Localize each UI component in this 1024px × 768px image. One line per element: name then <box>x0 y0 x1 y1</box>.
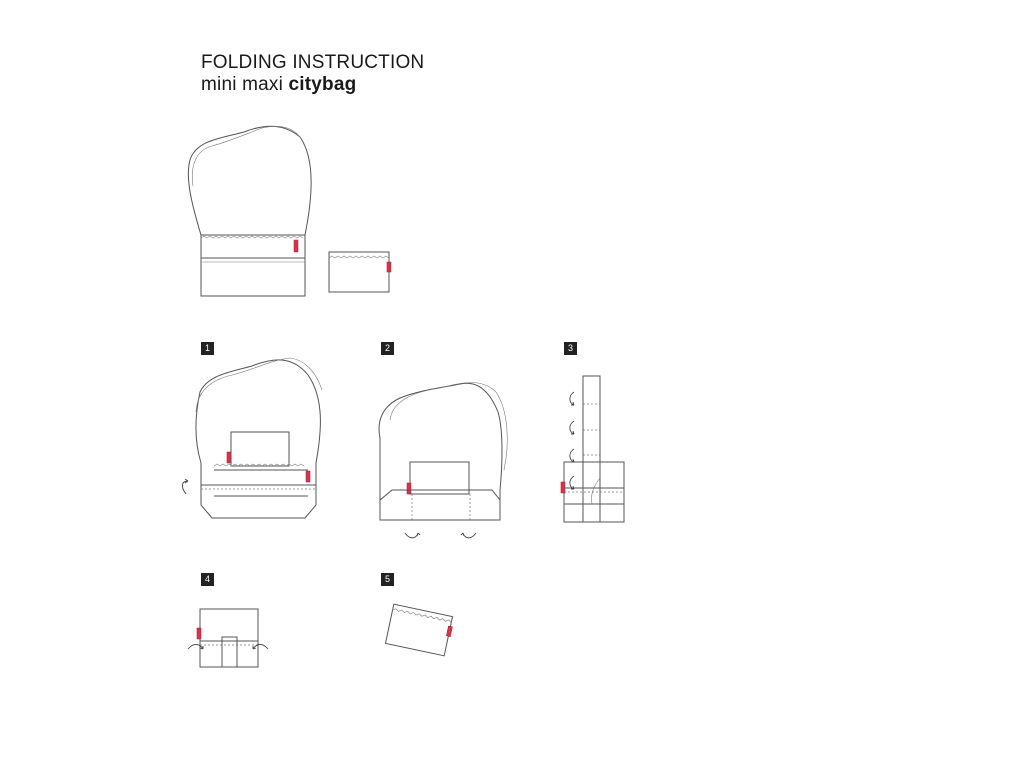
unfolded-bag-illustration <box>187 125 312 297</box>
brand-tag <box>305 470 311 483</box>
step-4-illustration <box>187 608 269 668</box>
fold-arrow-icon <box>460 532 477 539</box>
brand-tag <box>406 482 412 495</box>
fold-arrow-icon <box>252 644 269 650</box>
brand-tag <box>226 451 232 464</box>
document-title: FOLDING INSTRUCTION mini maxi citybag <box>201 52 424 96</box>
title-product-name: citybag <box>288 74 357 95</box>
fold-arrow-icon <box>404 532 421 539</box>
step-badge-5: 5 <box>381 573 394 586</box>
step-5-illustration <box>384 603 454 657</box>
fold-arrow-icon <box>187 644 204 650</box>
fold-arrow-icon <box>569 448 575 463</box>
step-badge-3: 3 <box>564 342 577 355</box>
title-product-prefix: mini maxi <box>201 74 289 95</box>
title-line-1: FOLDING INSTRUCTION <box>201 52 425 73</box>
brand-tag <box>446 625 453 637</box>
fold-arrow-icon <box>569 391 575 406</box>
step-2-illustration <box>378 382 508 539</box>
fold-arrow-icon <box>181 478 189 495</box>
step-3-illustration <box>560 375 625 523</box>
brand-tag <box>293 239 299 253</box>
step-badge-4: 4 <box>201 573 214 586</box>
step-1-illustration <box>181 357 323 519</box>
fold-arrow-icon <box>569 420 575 435</box>
step-badge-2: 2 <box>381 342 394 355</box>
step-badge-1: 1 <box>201 342 214 355</box>
brand-tag <box>386 261 392 273</box>
brand-tag <box>560 481 566 494</box>
brand-tag <box>196 627 202 640</box>
title-line-2: mini maxi citybag <box>201 74 424 96</box>
fold-arrow-icon <box>569 475 575 490</box>
folded-pouch-illustration <box>328 251 392 293</box>
